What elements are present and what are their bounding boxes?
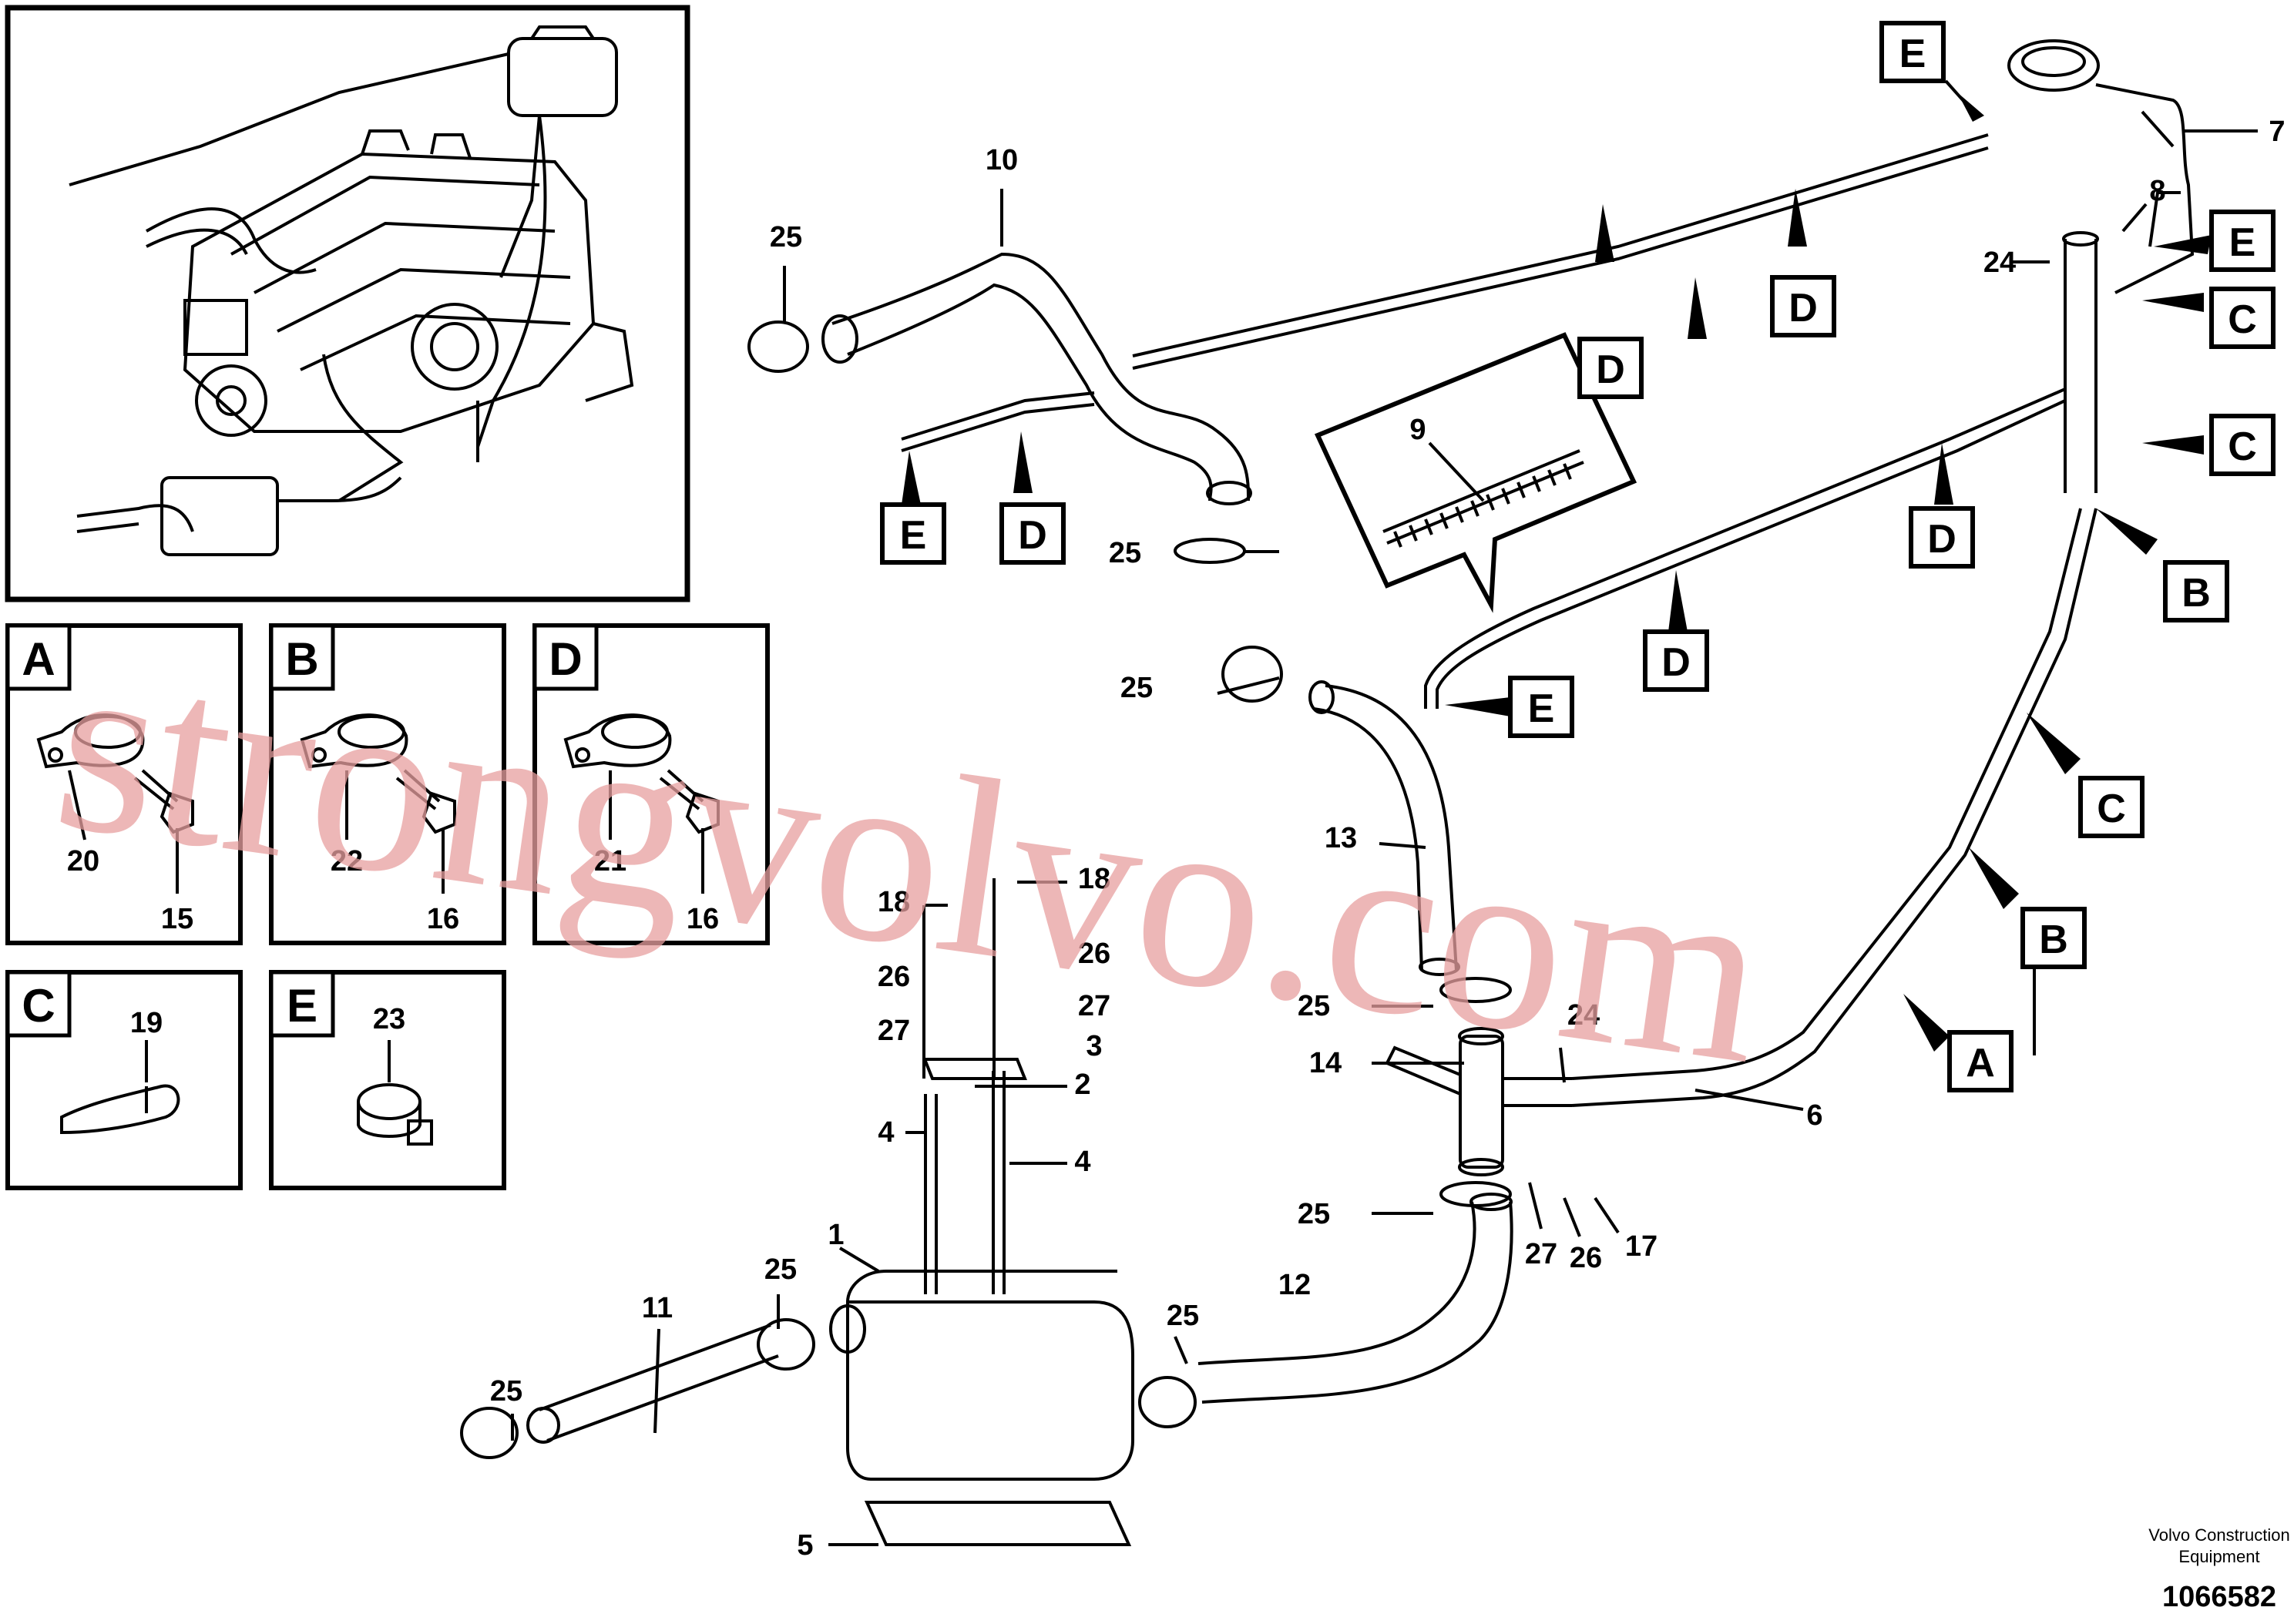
part-number: 25: [490, 1375, 522, 1408]
part-number: 6: [1806, 1099, 1822, 1132]
route-label-d: D: [1927, 517, 1956, 562]
bracket-part-number: 22: [331, 845, 363, 877]
route-label-d: D: [1018, 513, 1047, 558]
part-number: 8: [2149, 175, 2165, 207]
bracket-clip-icon: [36, 713, 194, 834]
route-label-d: D: [1789, 286, 1818, 331]
bracket-part-number: 21: [594, 845, 626, 877]
route-label-c: C: [2228, 424, 2257, 469]
route-label-d: D: [1661, 640, 1691, 685]
engine-illustration: [69, 25, 634, 556]
company-name-line1: Volvo Construction: [2148, 1525, 2289, 1545]
tie-part-number: 19: [130, 1007, 163, 1039]
company-name-line2: Equipment: [2178, 1547, 2259, 1566]
part-number: 11: [642, 1292, 673, 1324]
part-number: 3: [1086, 1030, 1102, 1062]
route-label-d: D: [1596, 347, 1625, 392]
legend-box-a: A 20 15: [5, 623, 243, 945]
part-number: 18: [878, 886, 910, 918]
part-number: 25: [764, 1253, 797, 1286]
drawing-number: 1066582: [2162, 1581, 2276, 1613]
route-label-boxes: E E E E D D D D D C C C B B A: [880, 21, 2276, 1092]
legend-box-d: D 21 16: [532, 623, 770, 945]
part-number: 4: [1074, 1146, 1090, 1178]
part-number: 25: [1298, 1198, 1330, 1230]
bolt-part-number: 16: [427, 903, 459, 935]
part-number: 12: [1278, 1269, 1311, 1301]
legend-letter: C: [22, 980, 55, 1032]
part-number: 2: [1074, 1069, 1090, 1101]
route-label-b: B: [2181, 571, 2211, 616]
route-arrows: [902, 79, 2212, 1052]
route-label-c: C: [2228, 297, 2257, 342]
route-label-e: E: [900, 513, 927, 558]
bolt-part-number: 15: [161, 903, 193, 935]
legend-box-e: E 23: [269, 970, 506, 1190]
legend-letter: D: [549, 633, 582, 685]
bracket-part-number: 20: [67, 845, 99, 877]
sleeve-part-number: 9: [1409, 414, 1426, 446]
part-number: 25: [1120, 672, 1153, 704]
route-label-e: E: [1899, 32, 1926, 76]
part-number: 25: [1109, 537, 1141, 569]
route-label-a: A: [1966, 1041, 1995, 1085]
part-number: 27: [1525, 1238, 1557, 1270]
part-number: 27: [878, 1015, 910, 1047]
p-clip-icon: [357, 1083, 433, 1146]
callout-leader-lines: [511, 110, 2258, 1546]
part-number: 14: [1309, 1047, 1342, 1079]
part-callouts: 10 25 25 25 13 25 14 25 12 25 25 11 25 1…: [490, 116, 2286, 1562]
clip-part-number: 23: [373, 1003, 405, 1035]
part-number: 24: [1983, 247, 2016, 279]
hose-routing-lines: [460, 39, 2195, 1546]
legend-letter: A: [22, 633, 55, 685]
legend-letter: E: [287, 980, 317, 1032]
cable-tie-icon: [60, 1084, 180, 1135]
route-label-e: E: [1528, 686, 1555, 731]
legend-box-c: C 19: [5, 970, 243, 1190]
part-number: 13: [1325, 822, 1357, 854]
engine-overview-inset: [5, 5, 690, 602]
part-number: 25: [1298, 990, 1330, 1022]
part-number: 25: [770, 221, 802, 253]
legend-box-b: B 22 16: [269, 623, 506, 945]
part-number: 5: [797, 1529, 813, 1562]
part-number: 10: [986, 144, 1018, 176]
route-label-b: B: [2039, 918, 2068, 962]
part-number: 1: [828, 1219, 844, 1251]
drawing-footer: Volvo Construction Equipment 1066582: [2148, 1525, 2289, 1613]
part-number: 17: [1625, 1230, 1658, 1263]
part-number: 26: [878, 961, 910, 993]
legend-letter: B: [285, 633, 318, 685]
part-number: 7: [2269, 116, 2285, 148]
part-number: 26: [1078, 938, 1110, 970]
part-number: 26: [1570, 1242, 1602, 1274]
protective-sleeve-detail: 9: [1314, 332, 1637, 613]
route-label-c: C: [2097, 787, 2126, 831]
part-number: 18: [1078, 863, 1110, 895]
bracket-clip-icon: [300, 713, 456, 834]
spiral-sleeve-icon: [1382, 449, 1584, 548]
part-number: 4: [878, 1116, 894, 1149]
part-number: 25: [1167, 1300, 1199, 1332]
route-label-e: E: [2229, 220, 2256, 265]
bracket-clip-icon: [563, 713, 720, 834]
bolt-part-number: 16: [687, 903, 719, 935]
part-number: 27: [1078, 990, 1110, 1022]
part-number: 24: [1567, 999, 1600, 1032]
